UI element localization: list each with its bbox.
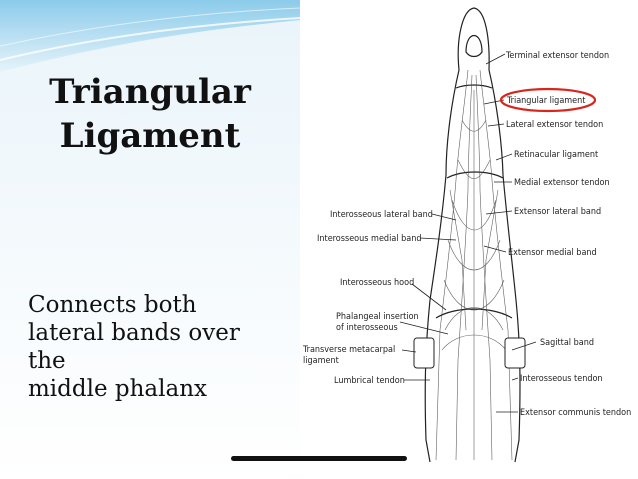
finger-left-side	[424, 69, 460, 463]
label-retinacular-ligament: Retinacular ligament	[514, 150, 598, 160]
body-line-4: middle phalanx	[28, 376, 207, 402]
label-phalangeal-insertion-line1: Phalangeal insertion	[336, 312, 419, 322]
pip-joint-crease	[446, 171, 504, 179]
leader-phalangeal-insertion	[399, 321, 449, 335]
leader-interosseous-hood	[411, 283, 447, 311]
leader-lateral-extensor	[487, 123, 505, 127]
body-line-1: Connects both	[28, 292, 197, 318]
leader-retinacular	[495, 153, 513, 161]
label-triangular-ligament: Triangular ligament	[506, 96, 585, 106]
label-sagittal-band: Sagittal band	[540, 338, 594, 348]
swoosh-highlight-line	[0, 17, 301, 61]
fingertip-outline	[457, 7, 490, 71]
slide-body: Connects both lateral bands over the mid…	[28, 291, 288, 403]
swoosh-highlight-line	[0, 7, 301, 47]
leader-transverse-metacarpal	[401, 349, 417, 353]
label-medial-extensor-tendon: Medial extensor tendon	[514, 178, 610, 188]
label-interosseous-lateral-band: Interosseous lateral band	[330, 210, 433, 220]
body-line-3: the	[28, 348, 66, 374]
diagram-bg	[300, 0, 638, 479]
label-interosseous-hood: Interosseous hood	[340, 278, 414, 288]
leader-lines	[399, 53, 537, 413]
label-terminal-extensor-tendon: Terminal extensor tendon	[505, 51, 609, 61]
label-phalangeal-insertion-line2: of interosseous	[336, 323, 398, 333]
leader-sagittal-band	[511, 341, 537, 351]
leader-interosseous-medial	[419, 237, 457, 241]
leader-extensor-lateral	[485, 210, 513, 215]
leader-terminal-extensor	[485, 53, 506, 65]
dip-joint-crease	[455, 84, 493, 89]
title-line-2: Ligament	[59, 116, 241, 156]
label-extensor-lateral-band: Extensor lateral band	[514, 207, 601, 217]
finger-right-side	[488, 69, 521, 463]
label-interosseous-tendon: Interosseous tendon	[520, 374, 603, 384]
label-extensor-communis-tendon: Extensor communis tendon	[520, 408, 631, 418]
transverse-ligament-blocks	[413, 337, 526, 369]
mcp-joint-crease	[435, 308, 513, 319]
title-line-1: Triangular	[49, 72, 251, 112]
home-indicator-bar[interactable]	[231, 456, 407, 461]
label-lumbrical-tendon: Lumbrical tendon	[334, 376, 405, 386]
leader-extensor-medial	[483, 245, 507, 253]
label-transverse-metacarpal-line2: ligament	[303, 356, 339, 366]
leader-interosseous-tendon	[511, 377, 519, 381]
decorative-swoosh	[0, 0, 300, 72]
label-lateral-extensor-tendon: Lateral extensor tendon	[506, 120, 603, 130]
finger-outline	[424, 7, 521, 463]
right-ligament-block	[504, 337, 526, 369]
label-interosseous-medial-band: Interosseous medial band	[317, 234, 421, 244]
slide-title: Triangular Ligament	[20, 70, 280, 158]
nail-outline	[465, 34, 483, 58]
left-panel-bg	[0, 0, 300, 479]
tendon-fibers	[435, 69, 513, 461]
left-ligament-block	[413, 337, 435, 369]
leader-interosseous-lateral	[431, 213, 457, 221]
body-line-2: lateral bands over	[28, 320, 240, 346]
label-transverse-metacarpal-line1: Transverse metacarpal	[302, 345, 395, 355]
label-extensor-medial-band: Extensor medial band	[508, 248, 597, 258]
triangular-ligament-highlight	[499, 87, 597, 113]
